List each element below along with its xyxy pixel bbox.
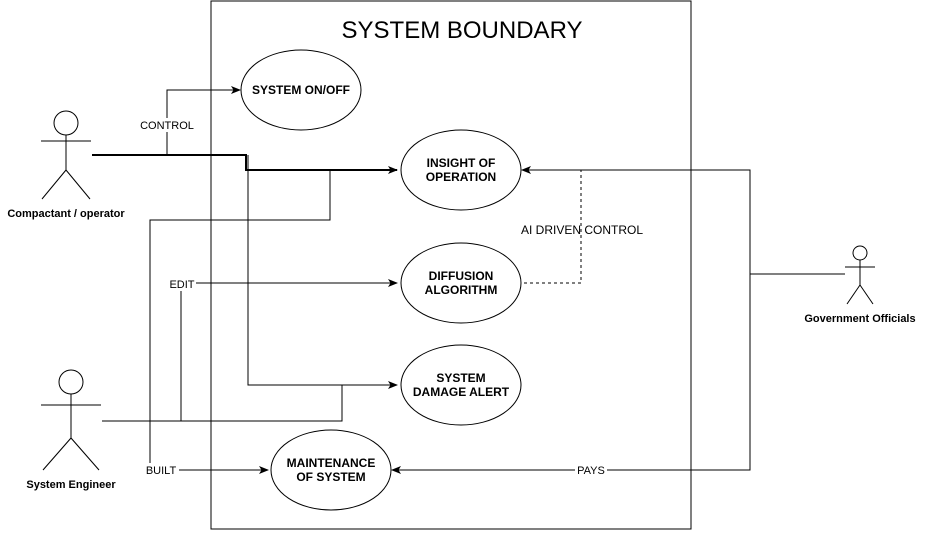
connector-engineer-damage [102,385,343,422]
actor-engineer-figure[interactable] [41,369,101,471]
usecase-label-onoff: SYSTEM ON/OFF [252,83,350,97]
boundary-title: SYSTEM BOUNDARY [342,17,583,44]
connector-operator-damage [247,155,398,389]
actor-label-operator: Compactant / operator [7,208,125,220]
edge-label-control: CONTROL [140,120,194,132]
usecase-system-damage-alert[interactable] [400,344,522,426]
actor-label-engineer: System Engineer [26,479,116,491]
usecase-label-maintenance-2: OF SYSTEM [296,470,365,484]
usecase-label-diffusion-1: DIFFUSION [429,269,494,283]
usecase-label-diffusion-2: ALGORITHM [425,283,498,297]
usecase-label-insight-2: OPERATION [426,170,496,184]
connector-officials-insight [522,169,751,274]
usecase-maintenance[interactable] [270,429,392,511]
usecase-label-damage-1: SYSTEM [436,371,485,385]
connector-pays-maintenance [391,274,751,474]
usecase-label-insight-1: INSIGHT OF [427,156,496,170]
actor-officials-figure[interactable] [845,245,875,305]
usecase-system-onoff[interactable] [240,49,362,131]
edge-label-ai: AI DRIVEN CONTROL [521,223,643,237]
usecase-insight-of-operation[interactable] [400,129,522,211]
edge-label-pays: PAYS [577,465,605,477]
edge-label-built: BUILT [146,465,177,477]
actor-label-officials: Government Officials [804,313,915,325]
usecase-label-damage-2: DAMAGE ALERT [413,385,510,399]
connector-built-maintenance [149,170,331,474]
usecase-label-maintenance-1: MAINTENANCE [287,456,376,470]
actor-operator-figure[interactable] [41,110,91,200]
connector-operator-insight [92,154,398,174]
usecase-diffusion-algorithm[interactable] [400,242,522,324]
connector-control-onoff [166,86,241,155]
edge-label-edit: EDIT [169,279,194,291]
